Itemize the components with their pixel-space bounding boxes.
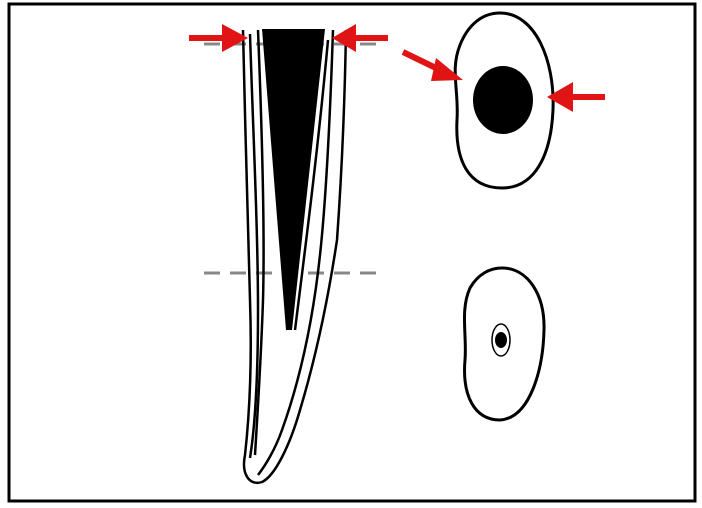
upper-canal-filled <box>473 66 533 134</box>
upper-cross-section <box>455 13 553 188</box>
frame-border <box>9 4 695 501</box>
lower-canal <box>495 332 507 348</box>
